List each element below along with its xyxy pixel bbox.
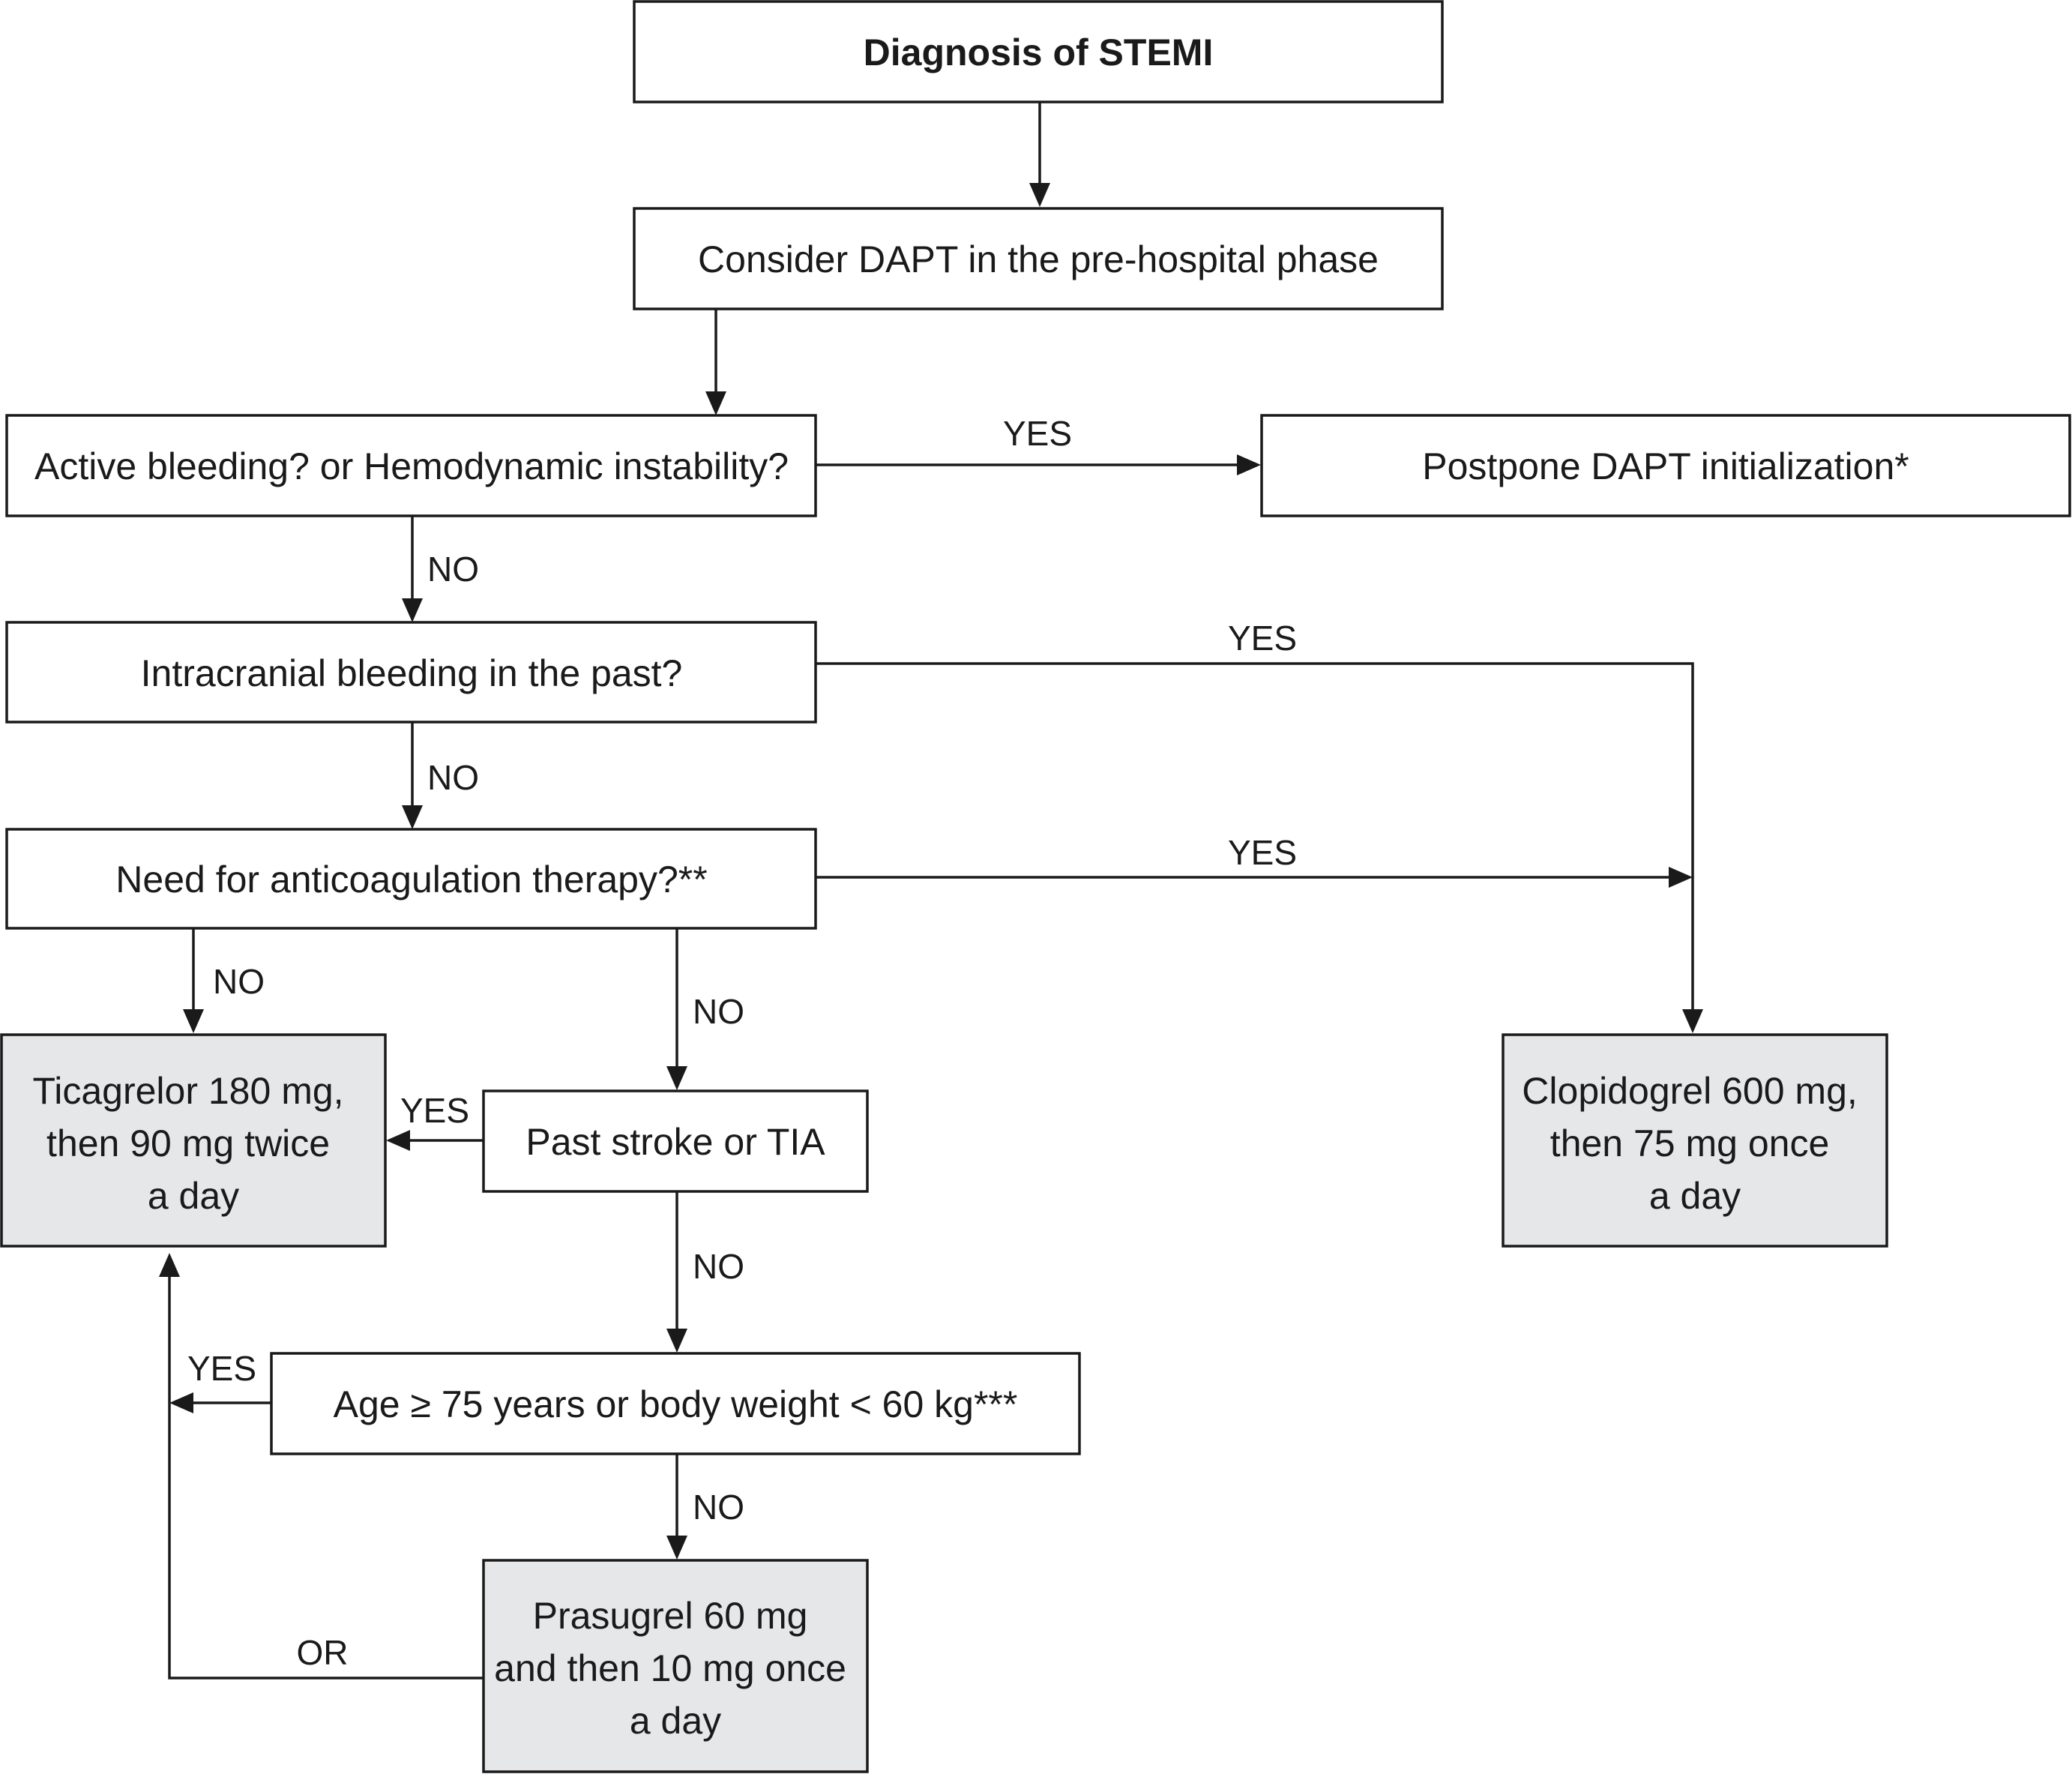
label-prasugrel-or: OR — [297, 1633, 349, 1672]
node-diagnosis-box — [633, 0, 1444, 103]
node-prasugrel-text: Prasugrel 60 mg and then 10 mg once a da… — [494, 1595, 857, 1742]
node-intracranial-box — [5, 621, 817, 724]
node-anticoagulation-box — [5, 828, 817, 930]
node-diagnosis-text: Diagnosis of STEMI — [864, 31, 1214, 73]
node-line: Consider DAPT in the pre-hospital phase — [698, 238, 1379, 280]
node-line: Prasugrel 60 mg — [533, 1595, 808, 1637]
node-line: then 90 mg twice — [46, 1122, 330, 1164]
node-clopidogrel-box — [1502, 1033, 1888, 1248]
node-consider-dapt-text: Consider DAPT in the pre-hospital phase — [698, 238, 1379, 280]
arrowhead — [666, 1536, 687, 1560]
node-ticagrelor-text: Ticagrelor 180 mg, then 90 mg twice a da… — [33, 1070, 355, 1217]
arrowhead — [402, 805, 423, 829]
label-age-yes: YES — [187, 1349, 256, 1388]
node-line: Intracranial bleeding in the past? — [141, 652, 683, 694]
label-stroke-yes: YES — [400, 1091, 469, 1130]
node-line: a day — [1649, 1175, 1741, 1217]
arrowhead — [1237, 454, 1261, 475]
label-age-no: NO — [693, 1488, 744, 1527]
label-anticoag-no-left: NO — [213, 962, 265, 1001]
label-bleeding-no: NO — [427, 550, 479, 589]
node-line: and then 10 mg once — [494, 1647, 846, 1689]
node-line: Postpone DAPT initialization* — [1422, 445, 1909, 487]
arrowhead — [1682, 1009, 1703, 1033]
arrowhead — [159, 1253, 180, 1277]
label-anticoag-no-right: NO — [693, 992, 744, 1031]
node-line: Clopidogrel 600 mg, — [1522, 1070, 1858, 1112]
node-clopidogrel-text: Clopidogrel 600 mg, then 75 mg once a da… — [1522, 1070, 1867, 1217]
node-active-bleeding-text: Active bleeding? or Hemodynamic instabil… — [34, 445, 789, 487]
node-age-box — [270, 1352, 1081, 1455]
node-line: Active bleeding? or Hemodynamic instabil… — [34, 445, 789, 487]
node-past-stroke-text: Past stroke or TIA — [525, 1121, 825, 1163]
node-ticagrelor-box — [0, 1033, 387, 1248]
label-intracranial-no: NO — [427, 758, 479, 797]
arrowhead — [402, 598, 423, 622]
edge-intracranial-yes — [816, 662, 1694, 1023]
label-bleeding-yes: YES — [1003, 414, 1072, 453]
node-line: Ticagrelor 180 mg, — [33, 1070, 344, 1112]
node-postpone-box — [1260, 414, 2071, 517]
arrowhead — [386, 1130, 410, 1151]
node-line: Age ≥ 75 years or body weight < 60 kg*** — [334, 1383, 1018, 1425]
node-age-text: Age ≥ 75 years or body weight < 60 kg*** — [334, 1383, 1018, 1425]
node-line: then 75 mg once — [1550, 1122, 1830, 1164]
node-line: a day — [148, 1175, 239, 1217]
node-line: Diagnosis of STEMI — [864, 31, 1214, 73]
connectors — [159, 102, 1703, 1680]
arrowhead — [666, 1329, 687, 1353]
node-line: Need for anticoagulation therapy?** — [115, 859, 707, 900]
node-prasugrel-box — [482, 1559, 869, 1773]
arrowhead — [169, 1392, 193, 1413]
label-anticoag-yes: YES — [1228, 833, 1297, 872]
edge-labels: YES NO YES NO YES NO NO YES NO YES NO OR — [187, 414, 1297, 1672]
node-line: Past stroke or TIA — [525, 1121, 825, 1163]
label-stroke-no: NO — [693, 1247, 744, 1286]
node-past-stroke-box — [482, 1089, 869, 1193]
label-intracranial-yes: YES — [1228, 619, 1297, 658]
arrowhead — [1669, 867, 1693, 888]
node-consider-dapt-box — [633, 207, 1444, 310]
arrowhead — [666, 1066, 687, 1090]
node-line: a day — [630, 1700, 721, 1742]
edge-prasugrel-or — [168, 1263, 484, 1680]
node-active-bleeding-box — [5, 414, 817, 517]
node-postpone-text: Postpone DAPT initialization* — [1422, 445, 1909, 487]
node-anticoagulation-text: Need for anticoagulation therapy?** — [115, 859, 707, 900]
node-intracranial-text: Intracranial bleeding in the past? — [141, 652, 683, 694]
arrowhead — [705, 391, 726, 415]
arrowhead — [1029, 183, 1050, 207]
arrowhead — [183, 1009, 204, 1033]
